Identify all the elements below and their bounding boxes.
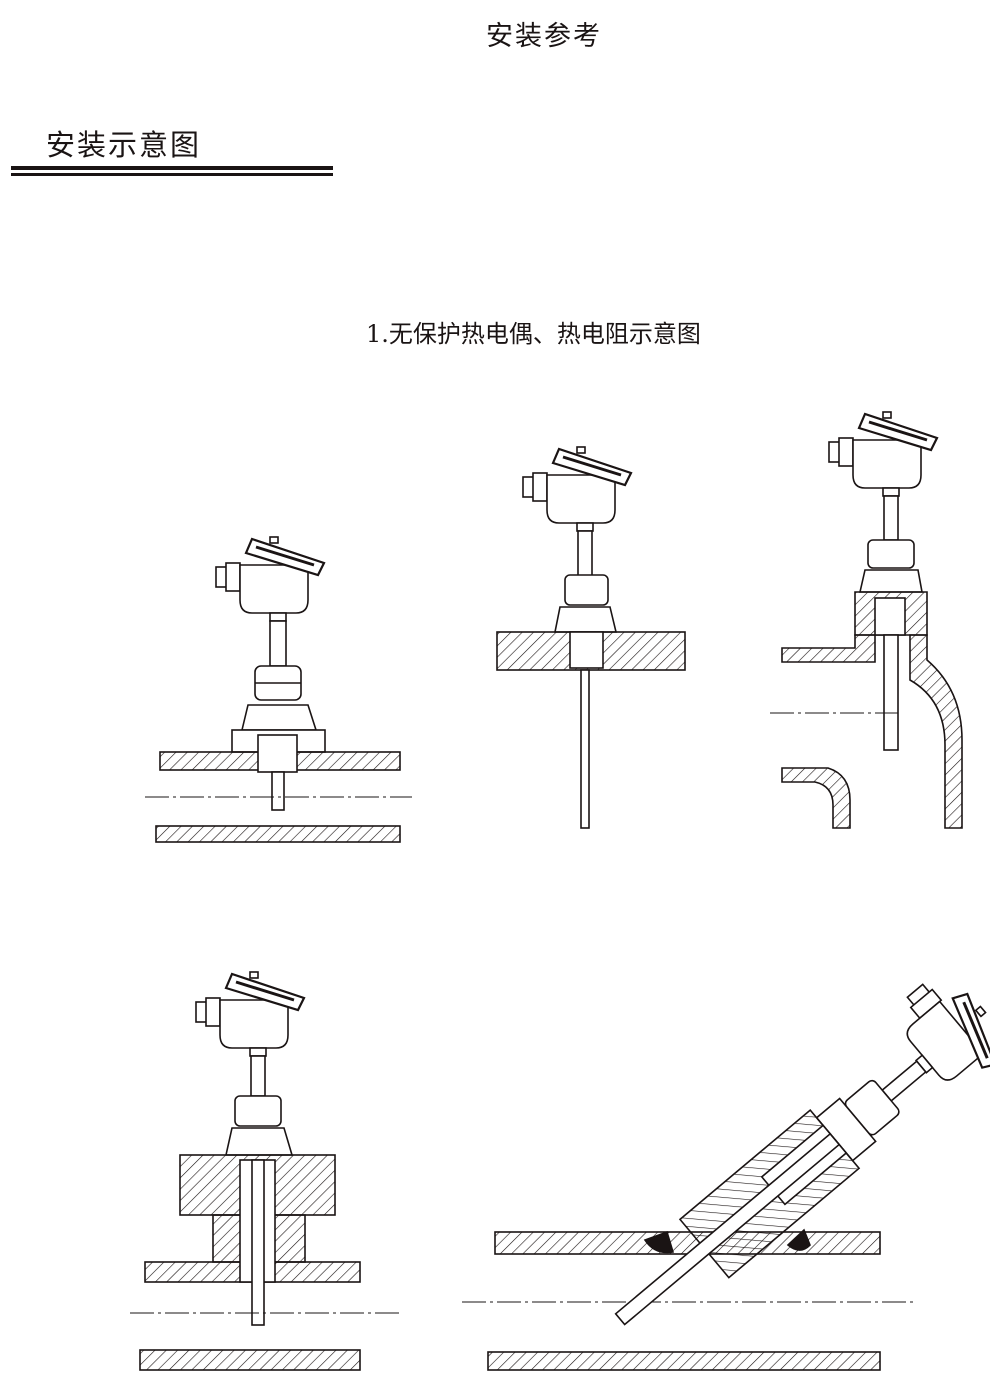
heading-rule-top: [11, 166, 333, 170]
figure-5-inclined-mount: [462, 963, 990, 1371]
figure-4-flanged-boss-mount: [130, 970, 400, 1371]
page-title: 安装参考: [486, 21, 602, 52]
figure-3-elbow-mount: [770, 410, 963, 829]
figure-caption: 1.无保护热电偶、热电阻示意图: [366, 320, 701, 348]
section-heading: 安装示意图: [46, 128, 202, 162]
figure-2-plate-mount: [496, 445, 686, 829]
heading-rule-bottom: [11, 173, 333, 176]
figure-1-pipe-flange-mount: [145, 535, 412, 843]
